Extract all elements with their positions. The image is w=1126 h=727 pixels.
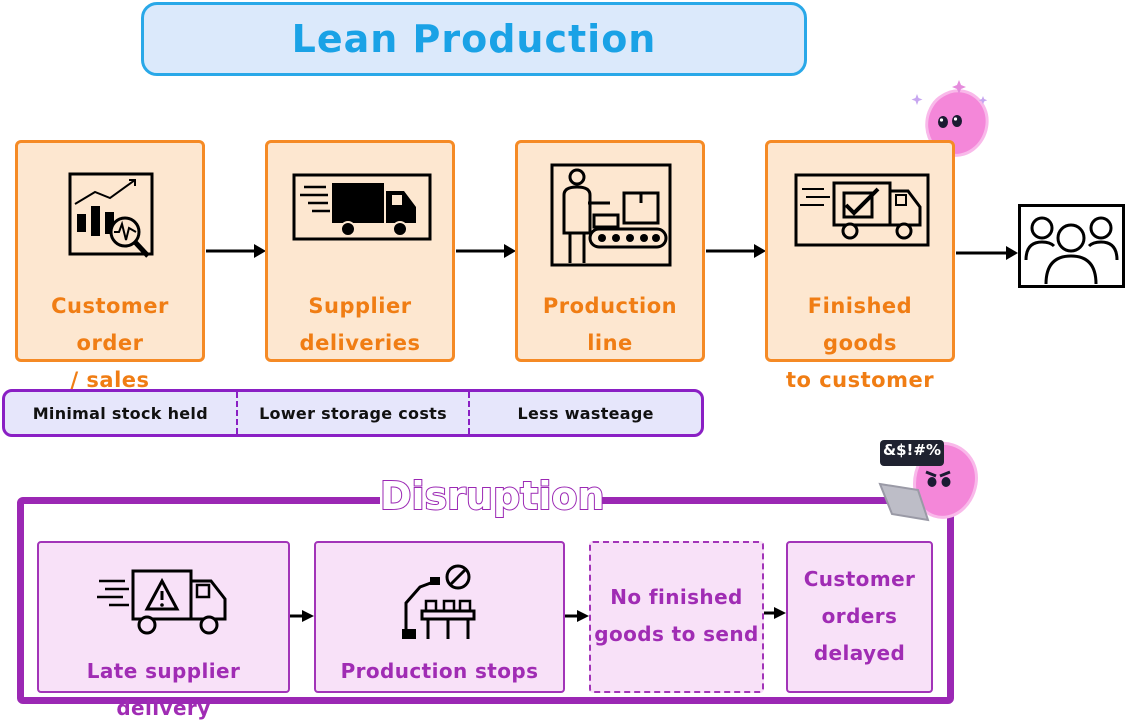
step-customer-order: Customer order/ sales forecast bbox=[15, 140, 205, 429]
arrow-right-icon bbox=[456, 244, 516, 258]
mascot-badge: &$!#% bbox=[883, 441, 941, 459]
page-title: Lean Production bbox=[291, 17, 657, 61]
arrow-right-icon bbox=[706, 244, 766, 258]
disruption-title: Disruption bbox=[379, 470, 606, 522]
production-stopped-icon bbox=[402, 564, 476, 639]
delivery-truck-icon bbox=[292, 173, 432, 241]
benefits-bar: Minimal stock held Lower storage costs L… bbox=[2, 389, 704, 437]
arrow-right-icon bbox=[206, 244, 266, 258]
sales-chart-icon bbox=[68, 172, 154, 258]
step-production-line: Production line bbox=[515, 140, 705, 362]
late-truck-warning-icon bbox=[97, 569, 227, 635]
arrow-right-icon bbox=[290, 610, 314, 622]
disruption-step-late-delivery: Late supplier delivery bbox=[37, 541, 290, 720]
arrow-right-icon bbox=[565, 610, 589, 622]
benefit-item: Lower storage costs bbox=[235, 392, 469, 434]
benefit-item: Minimal stock held bbox=[32, 403, 208, 423]
benefit-item: Less wasteage bbox=[468, 392, 701, 434]
finished-goods-truck-icon bbox=[794, 173, 930, 247]
step-label: Production line bbox=[542, 294, 678, 355]
customers-icon bbox=[1018, 204, 1125, 288]
arrow-right-icon bbox=[764, 607, 786, 619]
production-line-icon bbox=[550, 163, 672, 267]
disruption-step-production-stops: Production stops bbox=[314, 541, 565, 693]
disruption-step-label: Late supplier delivery bbox=[86, 659, 241, 720]
disruption-step-label: Production stops bbox=[340, 659, 539, 683]
angry-mascot-icon bbox=[878, 440, 978, 522]
arrow-right-icon bbox=[956, 246, 1018, 260]
title-banner: Lean Production bbox=[141, 2, 807, 76]
